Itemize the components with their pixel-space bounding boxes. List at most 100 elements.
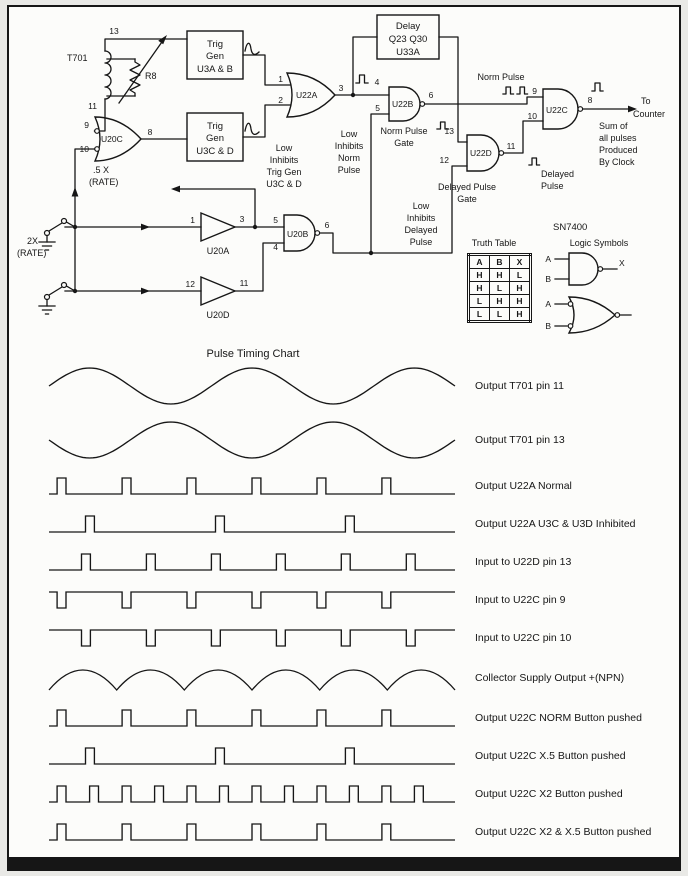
svg-text:A: A <box>545 299 551 309</box>
svg-text:Norm: Norm <box>338 153 360 163</box>
svg-text:13: 13 <box>445 126 455 136</box>
u22d-label: U22D <box>470 148 492 158</box>
svg-text:Inhibits: Inhibits <box>407 213 436 223</box>
svg-text:Pulse: Pulse <box>338 165 361 175</box>
pulse-glyph-icon <box>528 157 541 166</box>
svg-text:Gate: Gate <box>394 138 414 148</box>
svg-text:3: 3 <box>240 214 245 224</box>
svg-text:12: 12 <box>440 155 450 165</box>
timing-row-label: Output U22A Normal <box>475 480 572 492</box>
timing-row-label: Output T701 pin 13 <box>475 434 565 446</box>
timing-row: Input to U22C pin 10 <box>43 623 679 653</box>
switch-bottom-icon <box>38 281 76 315</box>
inhibit-delayed-note: Low Inhibits Delayed Pulse <box>404 201 437 247</box>
waveform-pulse <box>49 553 455 571</box>
nand-symbol-icon: A B X <box>545 252 625 286</box>
svg-text:By Clock: By Clock <box>599 157 635 167</box>
inhibit-trig-note: Low Inhibits Trig Gen U3C & D <box>266 143 302 189</box>
pulse-glyph-icon <box>502 86 515 95</box>
trigger-waveform-icon <box>244 122 260 136</box>
waveform-pulse <box>49 823 455 841</box>
svg-text:Q23 Q30: Q23 Q30 <box>389 34 428 45</box>
arrow-right-icon <box>628 105 637 113</box>
truth-cell: L <box>468 294 490 308</box>
svg-text:U3A & B: U3A & B <box>197 64 233 75</box>
svg-text:9: 9 <box>532 86 537 96</box>
coil-icon <box>104 50 112 100</box>
nand-gate-icon <box>466 134 500 172</box>
timing-row: Input to U22C pin 9 <box>43 585 679 615</box>
waveform-pulse <box>49 709 455 727</box>
svg-text:5: 5 <box>273 215 278 225</box>
timing-row: Output T701 pin 11 <box>43 363 679 409</box>
buffer-gate-icon <box>200 275 237 307</box>
truth-header-cell: B <box>489 254 510 269</box>
u20c-pin8: 8 <box>148 127 153 137</box>
waveform-pulse <box>49 747 455 765</box>
or-gate-icon <box>93 116 142 162</box>
svg-text:Counter: Counter <box>633 109 665 119</box>
timing-row-label: Collector Supply Output +(NPN) <box>475 672 625 684</box>
timing-row: Collector Supply Output +(NPN) <box>43 661 679 695</box>
timing-row-label: Input to U22D pin 13 <box>475 556 572 568</box>
truth-table-title: Truth Table <box>472 238 517 248</box>
rate-half-label: .5 X <box>93 165 109 175</box>
schematic-canvas: T701 13 11 R8 U20C 9 10 8 .5 <box>17 14 665 334</box>
trig-gen-u3ab: Trig Gen U3A & B <box>186 30 291 86</box>
svg-text:(RATE): (RATE) <box>17 248 46 258</box>
svg-text:Low: Low <box>413 201 430 211</box>
or-gate-icon <box>285 72 336 118</box>
svg-text:Trig: Trig <box>207 121 223 132</box>
gate-u22a: U22A 1 2 3 <box>278 72 390 118</box>
waveform-pulse <box>49 629 455 647</box>
waveform-pulse <box>49 477 455 495</box>
negated-input-or-symbol-icon: A B <box>545 296 632 334</box>
u20d-label: U20D <box>206 310 230 320</box>
r8-resistor: R8 <box>106 35 167 104</box>
schematic-section: T701 13 11 R8 U20C 9 10 8 .5 <box>9 7 679 345</box>
svg-text:Trig: Trig <box>207 39 223 50</box>
delayed-pulse-label: Delayed <box>541 169 574 179</box>
timing-row: Output U22A U3C & U3D Inhibited <box>43 509 679 539</box>
u20a-label: U20A <box>207 246 230 256</box>
truth-cell: H <box>509 307 531 322</box>
svg-text:X: X <box>619 258 625 268</box>
timing-row: Output U22C X2 Button pushed <box>43 779 679 809</box>
svg-text:Gen: Gen <box>206 51 224 62</box>
u22b-label: U22B <box>392 99 414 109</box>
timing-rows: Output T701 pin 11 Output T701 pin 13 Outp… <box>9 363 679 847</box>
arrow-right-icon <box>141 223 150 231</box>
svg-text:Pulse: Pulse <box>541 181 564 191</box>
waveform-pulse <box>49 591 455 609</box>
svg-text:all pulses: all pulses <box>599 133 637 143</box>
timing-row-label: Input to U22C pin 9 <box>475 594 566 606</box>
timing-row-label: Output U22C X2 & X.5 Button pushed <box>475 826 652 838</box>
gate-u20a: 1 3 U20A <box>64 185 285 256</box>
svg-text:B: B <box>545 321 551 331</box>
truth-cell: H <box>509 281 531 295</box>
gate-u20d: 12 11 U20D <box>64 242 285 320</box>
svg-text:U3C & D: U3C & D <box>196 146 234 157</box>
norm-gate-caption: Norm Pulse <box>380 126 427 136</box>
scan-bottom-bar <box>9 857 679 869</box>
logic-symbols-title: Logic Symbols <box>570 238 629 248</box>
svg-text:Pulse: Pulse <box>410 237 433 247</box>
switch-top-icon <box>38 217 76 251</box>
arrow-right-icon <box>141 287 150 295</box>
ground-icon <box>38 241 56 251</box>
t701-pin11: 11 <box>88 101 97 111</box>
gate-u22c: 9 10 U22C 8 To Counter Sum of all pulses… <box>528 82 665 167</box>
delay-box: Delay Q23 Q30 U33A <box>352 14 468 143</box>
timing-row: Output U22C NORM Button pushed <box>43 703 679 733</box>
sn7400-reference: SN7400 Truth Table Logic Symbols A B X <box>472 222 632 334</box>
adjust-arrow-icon <box>158 35 167 45</box>
u20c-label: U20C <box>101 134 123 144</box>
nand-gate-icon <box>388 86 421 122</box>
truth-cell: H <box>509 294 531 308</box>
pulse-glyph-icon <box>436 121 450 130</box>
truth-cell: L <box>468 307 490 322</box>
waveform-sine <box>48 367 456 405</box>
